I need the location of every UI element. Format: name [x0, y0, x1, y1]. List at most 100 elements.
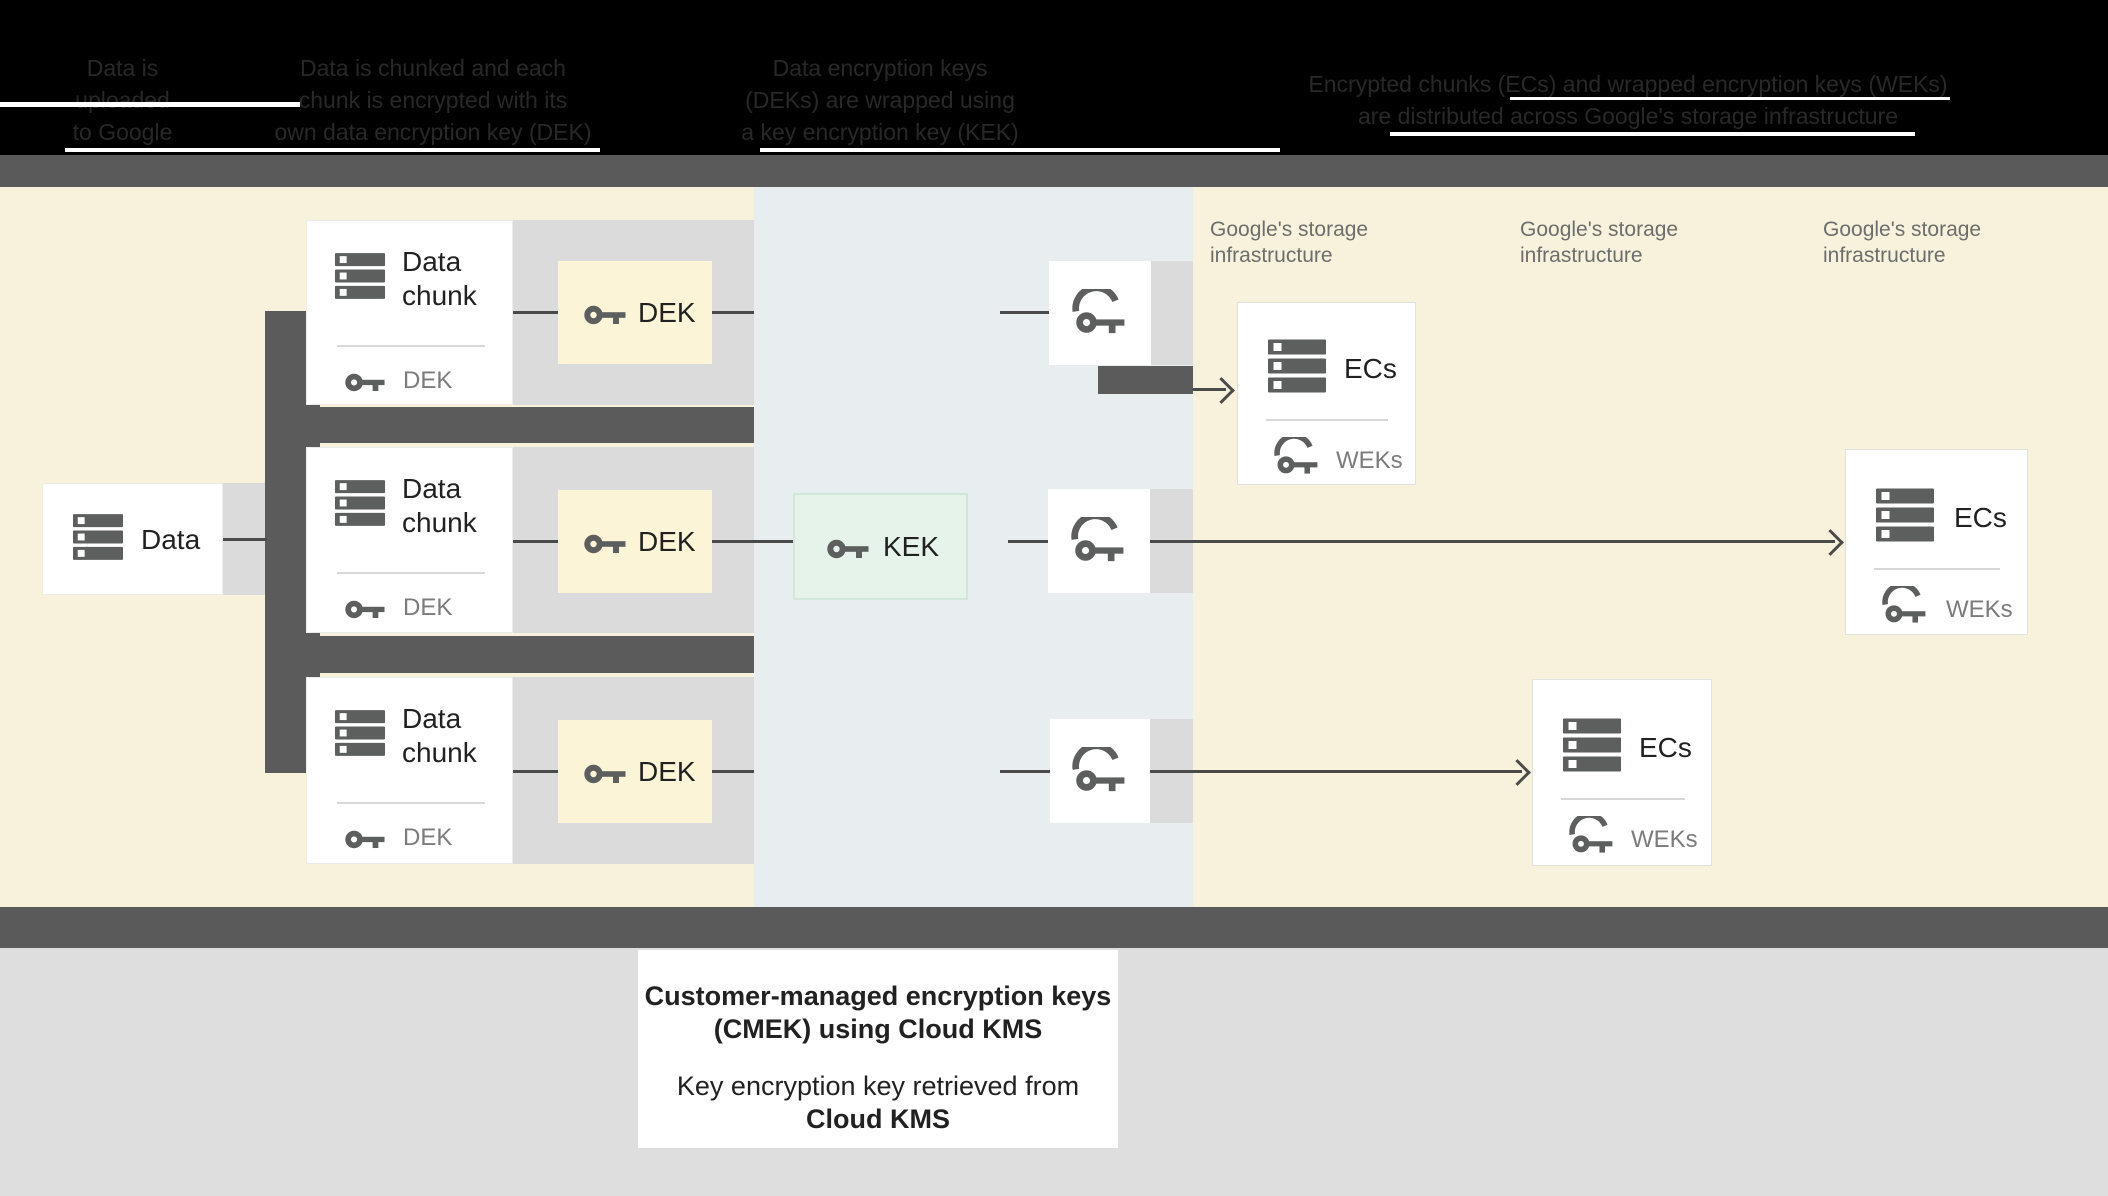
- ecs-divider: [1561, 798, 1685, 800]
- storage-label: Google's storage infrastructure: [1520, 218, 1679, 267]
- key-icon: [584, 760, 626, 786]
- data-stack-icon: [1876, 488, 1934, 542]
- chunk-title: Data chunk: [402, 703, 477, 768]
- dek-label: DEK: [638, 756, 696, 787]
- glitch-line: [0, 102, 300, 107]
- connector-line: [712, 540, 793, 543]
- data-stack-icon: [1563, 718, 1621, 772]
- glitch-line: [1390, 132, 1915, 136]
- chunk-key-label: DEK: [403, 824, 453, 851]
- step-line: Data encryption keys: [772, 55, 988, 81]
- arrow-line: [1150, 770, 1522, 773]
- connector-line: [513, 540, 558, 543]
- step-line: are distributed across Google's storage …: [1357, 103, 1899, 129]
- wrapped-key-icon: [1072, 747, 1130, 794]
- arrow-head-icon: [1208, 377, 1235, 404]
- ecs-divider: [1266, 419, 1388, 421]
- step-line: uploaded: [75, 87, 170, 113]
- glitch-line: [760, 148, 1280, 152]
- chunk-title: Data chunk: [402, 246, 477, 311]
- ecs-box: ECs WEKs: [1237, 302, 1416, 485]
- key-icon: [827, 535, 869, 561]
- header-divider-band: [0, 155, 2108, 187]
- dek-box: DEK: [558, 720, 712, 823]
- ecs-box: ECs WEKs: [1845, 449, 2028, 635]
- chunk-title: Data chunk: [402, 473, 477, 538]
- caption-box: Customer-managed encryption keys (CMEK) …: [638, 950, 1118, 1148]
- key-icon: [345, 596, 385, 621]
- connector-line: [513, 770, 558, 773]
- data-stack-icon: [335, 710, 385, 756]
- kek-to-wrap-line: [1000, 311, 1049, 314]
- chunk-divider: [337, 572, 485, 574]
- data-box: Data: [42, 483, 223, 595]
- wrapped-key-icon: [1072, 289, 1130, 336]
- chunk-key-label: DEK: [403, 367, 453, 394]
- ecs-title: ECs: [1344, 353, 1397, 384]
- wrapped-key-icon: [1882, 586, 1930, 625]
- dek-box: DEK: [558, 490, 712, 593]
- chunk-key-label: DEK: [403, 594, 453, 621]
- key-icon: [584, 301, 626, 327]
- bottom-divider-band: [0, 907, 2108, 948]
- data-stack-icon: [335, 253, 385, 299]
- step-line: to Google: [72, 119, 173, 145]
- kek-label: KEK: [883, 531, 940, 562]
- footer-area: Customer-managed encryption keys (CMEK) …: [0, 948, 2108, 1196]
- data-chunk-box: Data chunk DEK: [306, 220, 513, 405]
- step-line: chunk is encrypted with its: [298, 87, 568, 113]
- step-line: Encrypted chunks (ECs) and wrapped encry…: [1308, 71, 1948, 97]
- kek-to-wrap-line: [1008, 540, 1048, 543]
- data-stack-icon: [335, 480, 385, 526]
- chunk-divider: [337, 802, 485, 804]
- ecs-box: ECs WEKs: [1532, 679, 1712, 866]
- glitch-line: [65, 148, 600, 152]
- wrapped-key-icon: [1569, 816, 1617, 855]
- data-chunk-box: Data chunk DEK: [306, 447, 513, 633]
- connector-line: [223, 538, 267, 541]
- header-step-2: Data is chunked and each chunk is encryp…: [183, 52, 683, 148]
- ecs-title: ECs: [1954, 502, 2007, 533]
- header-step-1: Data is uploaded to Google: [20, 52, 225, 148]
- weks-label: WEKs: [1631, 826, 1698, 853]
- step-line: Data is chunked and each: [300, 55, 566, 81]
- connector-line: [712, 311, 754, 314]
- key-icon: [584, 530, 626, 556]
- kek-to-wrap-line: [1000, 770, 1050, 773]
- dek-label: DEK: [638, 297, 696, 328]
- wek-distribution-bar: [1098, 366, 1193, 394]
- caption-body-line1: Key encryption key retrieved from: [676, 1071, 1080, 1101]
- ecs-divider: [1874, 568, 2000, 570]
- data-chunk-box: Data chunk DEK: [306, 677, 513, 864]
- caption-title-line1: Customer-managed encryption keys: [644, 981, 1112, 1011]
- weks-label: WEKs: [1336, 447, 1403, 474]
- connector-line: [712, 770, 754, 773]
- header-step-4: Encrypted chunks (ECs) and wrapped encry…: [1288, 68, 1968, 132]
- data-stack-icon: [73, 514, 123, 560]
- header-steps-bar: Data is uploaded to Google Data is chunk…: [0, 0, 2108, 155]
- step-line: own data encryption key (DEK): [274, 119, 592, 145]
- key-icon: [345, 826, 385, 851]
- ecs-title: ECs: [1639, 732, 1692, 763]
- dek-label: DEK: [638, 526, 696, 557]
- data-box-label: Data: [141, 524, 201, 555]
- wrapped-key-box: [1050, 719, 1150, 823]
- branch-bar: [265, 407, 754, 443]
- key-box-backdrop: [1151, 261, 1193, 365]
- storage-label: Google's storage infrastructure: [1210, 218, 1369, 267]
- kek-box: KEK: [793, 493, 968, 600]
- weks-label: WEKs: [1946, 596, 2013, 623]
- step-line: Data is: [86, 55, 159, 81]
- header-step-3: Data encryption keys (DEKs) are wrapped …: [630, 52, 1130, 148]
- step-line: (DEKs) are wrapped using: [745, 87, 1015, 113]
- arrow-head-icon: [1817, 529, 1844, 556]
- caption-spacer: [638, 1046, 1118, 1070]
- connector-line: [513, 311, 558, 314]
- wrapped-key-box: [1049, 261, 1151, 365]
- key-icon: [345, 369, 385, 394]
- arrow-line: [1193, 388, 1226, 391]
- wrapped-key-box: [1048, 489, 1150, 593]
- encryption-flow-area: Data Data chunk DEK DEK Data chunk DEK D…: [0, 187, 2108, 907]
- wrapped-key-icon: [1071, 517, 1129, 564]
